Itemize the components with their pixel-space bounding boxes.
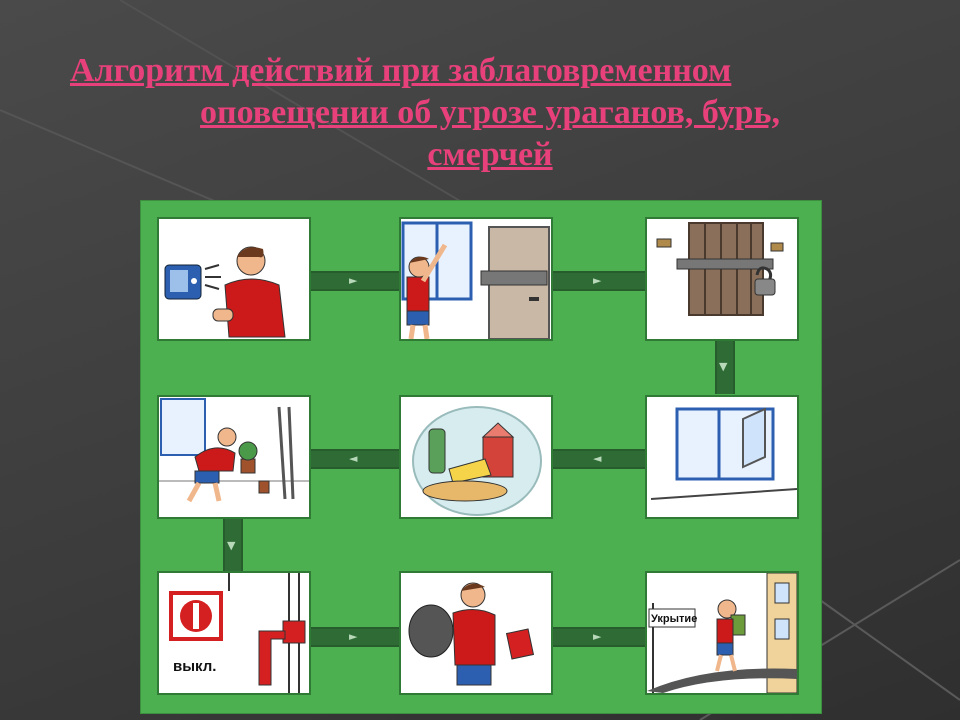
title-line-1: Алгоритм действий при заблаговременном: [70, 52, 732, 89]
switch-off-label: выкл.: [173, 658, 216, 675]
algorithm-board: ► ► ▼ ◄ ◄ ▼ ► ►: [140, 200, 822, 714]
connector-5-6: ◄: [311, 449, 401, 469]
panel-go-to-shelter: Укрытие: [645, 571, 799, 695]
title-line-3: смерчей: [427, 136, 553, 173]
food-supplies-illustration: [412, 406, 542, 516]
connector-6-7: ▼: [223, 519, 243, 571]
open-window-illustration: [650, 407, 797, 500]
title-line-2: оповещении об угрозе ураганов, бурь,: [200, 94, 780, 131]
connector-3-4: ▼: [715, 340, 735, 394]
person-with-bag-illustration: [408, 582, 535, 686]
slide-title: Алгоритм действий при заблаговременном о…: [60, 50, 920, 176]
panel-windows: [645, 395, 799, 519]
boards-padlock-illustration: [656, 222, 784, 316]
listen-radio-illustration: [164, 246, 286, 338]
connector-4-5: ◄: [553, 449, 647, 469]
panel-close-windows-doors: [399, 217, 553, 341]
connector-7-8: ►: [311, 627, 401, 647]
connector-1-2: ►: [311, 271, 401, 291]
panel-take-documents: [399, 571, 553, 695]
connector-2-3: ►: [553, 271, 647, 291]
close-window-door-illustration: [401, 221, 550, 339]
panel-food-supplies: [399, 395, 553, 519]
shelter-illustration: Укрытие: [647, 573, 797, 693]
power-switch-illustration: выкл.: [169, 573, 306, 693]
panel-board-up: [645, 217, 799, 341]
shelter-sign-label: Укрытие: [651, 613, 697, 625]
bring-items-inside-illustration: [159, 398, 309, 503]
panel-listen-radio: [157, 217, 311, 341]
panel-bring-items-inside: [157, 395, 311, 519]
panel-switch-off: выкл.: [157, 571, 311, 695]
connector-8-9: ►: [553, 627, 647, 647]
